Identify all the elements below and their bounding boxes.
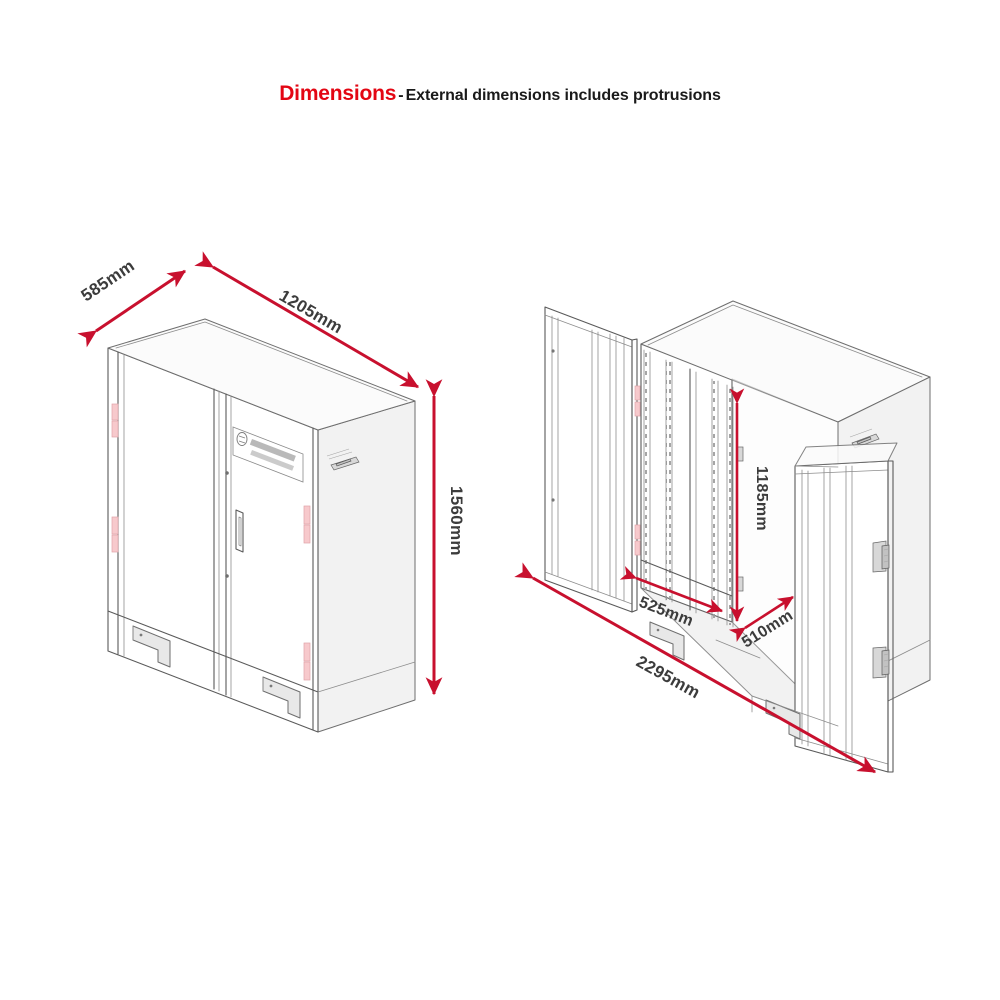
cabinet-base-band-side — [317, 661, 416, 693]
hinge-icon — [111, 420, 119, 438]
dimension-label-1185: 1185mm — [753, 466, 770, 531]
hinge-icon — [303, 524, 311, 544]
side-recessed-handle[interactable] — [326, 448, 360, 471]
hinge-icon — [634, 540, 641, 556]
door-hinge-gap-top — [794, 465, 839, 468]
door-fixing — [551, 498, 555, 502]
hinge-icon — [634, 401, 641, 417]
hinge-group-open-right — [872, 646, 890, 679]
page-title: Dimensions-External dimensions includes … — [0, 82, 1000, 106]
open-cabinet-top-edge — [647, 304, 923, 378]
open-left-door — [544, 306, 638, 613]
dimension-label-1560: 1560mm — [447, 486, 466, 556]
dimension-label-585: 585mm — [78, 256, 138, 305]
hinge-group-right — [303, 505, 311, 681]
base-foot — [132, 625, 171, 668]
cabinet-side-panel — [317, 400, 416, 733]
page-title-main: Dimensions — [279, 82, 397, 105]
base-foot — [262, 676, 301, 719]
hinge-icon — [303, 505, 311, 525]
hinge-group-open-left — [634, 385, 641, 556]
door-handle[interactable] — [235, 509, 244, 553]
door-fixing — [551, 349, 555, 353]
cabinet-base-band-line — [107, 610, 319, 693]
hinge-icon — [111, 534, 119, 553]
plaque-text-bar — [249, 439, 296, 462]
page-title-separator: - — [398, 87, 404, 104]
hinge-icon — [111, 516, 119, 535]
open-right-door — [794, 442, 898, 773]
open-cabinet-diagram: 525mm 510mm 1185mm 2295mm — [514, 300, 931, 774]
id-plaque — [232, 426, 304, 483]
dimension-label-2295: 2295mm — [633, 652, 703, 702]
dimension-height-1560: 1560mm — [425, 379, 466, 696]
hinge-icon — [303, 661, 311, 681]
hinge-icon — [634, 385, 641, 401]
page-title-subtitle: External dimensions includes protrusions — [405, 87, 721, 104]
hinge-icon — [634, 524, 641, 540]
dimension-depth-585: 585mm — [77, 256, 186, 348]
plaque-logo-icon — [236, 432, 248, 446]
hinge-group-left — [111, 403, 119, 553]
door-fixing — [225, 471, 229, 475]
plaque-text-bar — [250, 450, 295, 471]
hinge-group-open-right — [872, 540, 890, 573]
closed-cabinet-diagram: 585mm 1205mm 1560mm — [77, 251, 466, 733]
hinge-icon — [111, 403, 119, 421]
hinge-icon — [303, 642, 311, 662]
door-fixing — [225, 574, 229, 578]
